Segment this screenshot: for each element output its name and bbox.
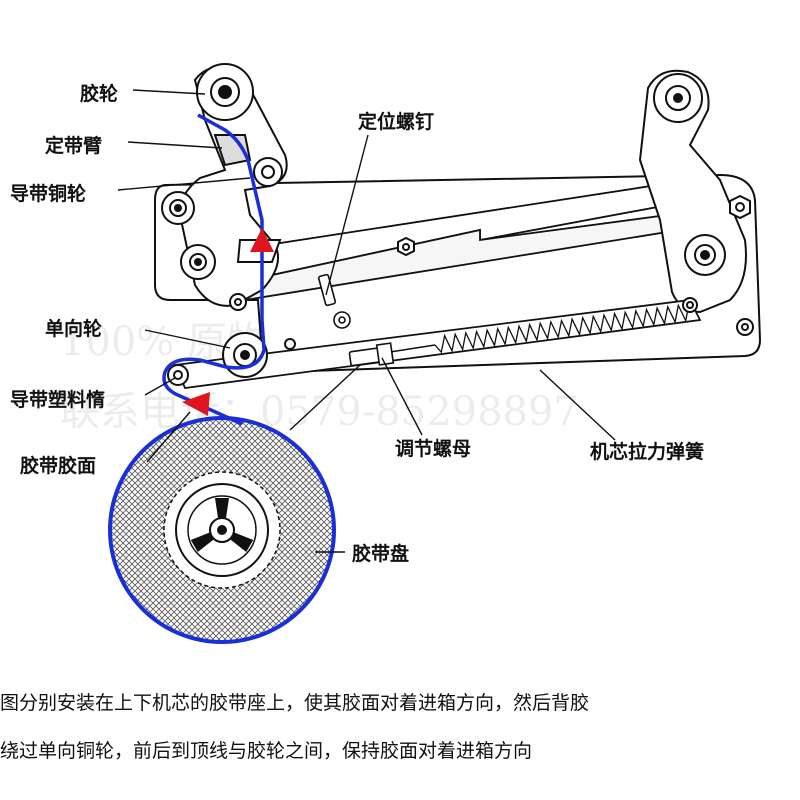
label-tape-adhesive-side: 胶带胶面 xyxy=(20,454,96,477)
right-nut xyxy=(729,194,751,220)
frame-left-bolt xyxy=(161,191,195,225)
reel-hub-spokes xyxy=(190,498,254,553)
labels: 胶轮 定带臂 导带铜轮 定位螺钉 单向轮 导带塑料惰 胶带胶面 调节螺母 机芯拉… xyxy=(10,82,704,565)
label-adjusting-nut: 调节螺母 xyxy=(395,438,471,460)
arm-small-pin xyxy=(229,293,247,311)
plastic-guide-roller xyxy=(167,364,189,386)
rollers xyxy=(161,63,754,386)
label-tape-reel: 胶带盘 xyxy=(352,542,409,565)
label-one-way-wheel: 单向轮 xyxy=(45,317,102,340)
tape-mechanism-diagram: 100% 原物拍摄 浙江建兴 联系电话：0579-85298897 xyxy=(10,63,762,644)
copper-guide-roller xyxy=(253,157,283,187)
label-copper-guide-wheel: 导带铜轮 xyxy=(10,182,86,205)
label-tape-fixing-arm: 定带臂 xyxy=(45,134,102,157)
right-top-roller xyxy=(653,73,703,123)
one-way-roller xyxy=(222,332,268,378)
right-bottom-pin xyxy=(736,318,754,336)
tape-wheel-roller xyxy=(196,63,254,121)
frame-hole-2 xyxy=(682,297,698,313)
direction-arrows xyxy=(182,228,274,416)
tape-path xyxy=(162,113,266,426)
caption-line-1: 图分别安装在上下机芯的胶带座上，使其胶面对着进箱方向，然后背胶 xyxy=(0,692,590,714)
label-positioning-screw: 定位螺钉 xyxy=(358,110,434,133)
adjusting-nut xyxy=(348,342,395,367)
center-nut xyxy=(397,236,415,257)
arrow-left xyxy=(182,392,210,416)
tape-reel xyxy=(108,416,336,644)
leader-lines xyxy=(117,89,616,553)
watermark-line-2: 联系电话：0579-85298897 xyxy=(60,389,579,435)
tension-spring xyxy=(389,303,690,354)
arrow-up xyxy=(250,228,274,252)
caption-line-2: 绕过单向铜轮，前后到顶线与胶轮之间，保持胶面对着进箱方向 xyxy=(0,740,533,762)
arm-bolt xyxy=(180,244,216,280)
right-mid-roller xyxy=(684,234,726,276)
label-plastic-guide-roller: 导带塑料惰 xyxy=(10,388,105,411)
label-core-tension-spring: 机芯拉力弹簧 xyxy=(590,440,704,463)
label-tape-wheel: 胶轮 xyxy=(80,82,118,105)
frame-hole-1 xyxy=(284,338,296,350)
